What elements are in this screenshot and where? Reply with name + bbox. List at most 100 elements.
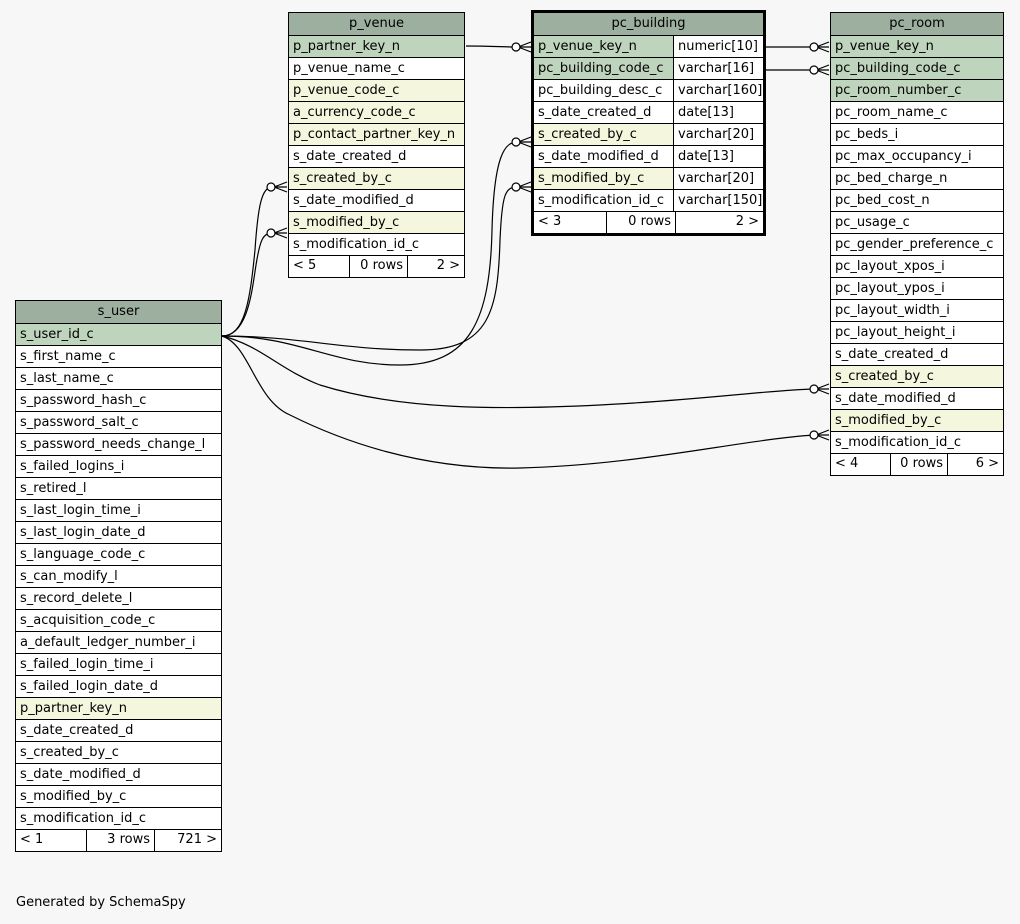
column-row[interactable]: s_created_by_c (289, 168, 464, 190)
column-name: pc_bed_cost_n (835, 193, 930, 208)
parents-count[interactable]: < 1 (20, 832, 44, 847)
column-name: pc_beds_i (835, 127, 899, 142)
column-name: p_venue_key_n (835, 39, 934, 54)
column-row[interactable]: a_currency_code_c (289, 102, 464, 124)
column-row[interactable]: p_partner_key_n (16, 698, 221, 720)
column-row[interactable]: s_retired_l (16, 478, 221, 500)
column-type: varchar[20] (673, 168, 763, 189)
column-row[interactable]: s_date_modified_d (16, 764, 221, 786)
column-row[interactable]: s_password_hash_c (16, 390, 221, 412)
column-row[interactable]: s_date_modified_d (831, 388, 1003, 410)
column-row[interactable]: s_created_by_c (16, 742, 221, 764)
parents-count[interactable]: < 3 (538, 214, 562, 229)
column-row[interactable]: s_modified_by_c (16, 786, 221, 808)
column-row[interactable]: s_language_code_c (16, 544, 221, 566)
column-name: p_partner_key_n (293, 39, 400, 54)
column-row[interactable]: p_venue_key_n (831, 36, 1003, 58)
column-row[interactable]: s_failed_login_time_i (16, 654, 221, 676)
column-name: s_record_delete_l (20, 591, 133, 606)
column-row[interactable]: s_modification_id_c (289, 234, 464, 256)
column-name: s_modified_by_c (835, 413, 942, 428)
table-footer: < 5 0 rows 2 > (289, 256, 464, 277)
children-count[interactable]: 2 > (675, 212, 763, 233)
column-name: s_failed_logins_i (20, 459, 125, 474)
column-row[interactable]: s_record_delete_l (16, 588, 221, 610)
children-count[interactable]: 6 > (947, 454, 1003, 475)
parents-count[interactable]: < 5 (293, 258, 317, 273)
column-name: p_venue_code_c (293, 83, 400, 98)
column-row[interactable]: s_modified_by_c (289, 212, 464, 234)
column-type: numeric[10] (673, 36, 763, 57)
rel-user-room-modified (221, 335, 815, 469)
column-row[interactable]: s_modification_id_c (16, 808, 221, 830)
column-name: s_last_name_c (20, 371, 114, 386)
column-row[interactable]: pc_building_code_c (831, 58, 1003, 80)
column-row[interactable]: s_acquisition_code_c (16, 610, 221, 632)
column-row[interactable]: pc_layout_ypos_i (831, 278, 1003, 300)
column-row[interactable]: pc_layout_width_i (831, 300, 1003, 322)
column-row[interactable]: s_date_created_d (16, 720, 221, 742)
column-row[interactable]: pc_layout_height_i (831, 322, 1003, 344)
column-row[interactable]: p_contact_partner_key_n (289, 124, 464, 146)
column-row[interactable]: pc_bed_charge_n (831, 168, 1003, 190)
column-row[interactable]: s_last_login_date_d (16, 522, 221, 544)
column-row[interactable]: pc_max_occupancy_i (831, 146, 1003, 168)
column-row[interactable]: s_date_created_d (289, 146, 464, 168)
column-row[interactable]: pc_bed_cost_n (831, 190, 1003, 212)
column-name: s_can_modify_l (20, 569, 118, 584)
column-name: s_password_hash_c (20, 393, 147, 408)
column-row[interactable]: pc_usage_c (831, 212, 1003, 234)
column-row[interactable]: s_password_salt_c (16, 412, 221, 434)
column-row[interactable]: s_date_modified_d (289, 190, 464, 212)
column-name: s_date_modified_d (835, 391, 956, 406)
column-row[interactable]: s_user_id_c (16, 324, 221, 346)
children-count[interactable]: 721 > (154, 830, 221, 851)
column-row[interactable]: p_venue_name_c (289, 58, 464, 80)
column-row[interactable]: s_last_name_c (16, 368, 221, 390)
children-count[interactable]: 2 > (407, 256, 464, 277)
table-header[interactable]: p_venue (289, 13, 464, 36)
column-row[interactable]: pc_beds_i (831, 124, 1003, 146)
column-row[interactable]: a_default_ledger_number_i (16, 632, 221, 654)
column-row[interactable]: pc_room_name_c (831, 102, 1003, 124)
column-name: pc_layout_width_i (835, 303, 950, 318)
row-count: 3 rows (86, 830, 154, 851)
column-name: pc_building_code_c (538, 61, 664, 76)
column-type: varchar[160] (673, 80, 763, 101)
column-row[interactable]: s_failed_logins_i (16, 456, 221, 478)
column-row[interactable]: s_can_modify_l (16, 566, 221, 588)
row-count: 0 rows (349, 256, 407, 277)
table-header[interactable]: pc_building (534, 13, 763, 36)
column-name: pc_layout_ypos_i (835, 281, 945, 296)
parents-count[interactable]: < 4 (835, 456, 859, 471)
column-row[interactable]: p_venue_code_c (289, 80, 464, 102)
column-row[interactable]: s_date_created_d (831, 344, 1003, 366)
column-row[interactable]: s_last_login_time_i (16, 500, 221, 522)
column-row[interactable]: s_modified_by_c (831, 410, 1003, 432)
column-row[interactable]: s_first_name_c (16, 346, 221, 368)
column-type: varchar[20] (673, 124, 763, 145)
table-p-venue[interactable]: p_venue p_partner_key_n p_venue_name_c p_v… (288, 12, 465, 278)
column-row[interactable]: s_created_by_c (831, 366, 1003, 388)
column-row[interactable]: s_failed_login_date_d (16, 676, 221, 698)
column-row[interactable]: pc_layout_xpos_i (831, 256, 1003, 278)
column-row[interactable]: p_partner_key_n (289, 36, 464, 58)
column-name: s_created_by_c (20, 745, 119, 760)
table-header[interactable]: pc_room (831, 13, 1003, 36)
column-row[interactable]: s_password_needs_change_l (16, 434, 221, 456)
column-row[interactable]: s_modification_id_c (831, 432, 1003, 454)
column-row[interactable]: pc_room_number_c (831, 80, 1003, 102)
table-header[interactable]: s_user (16, 301, 221, 324)
column-row[interactable]: pc_gender_preference_c (831, 234, 1003, 256)
